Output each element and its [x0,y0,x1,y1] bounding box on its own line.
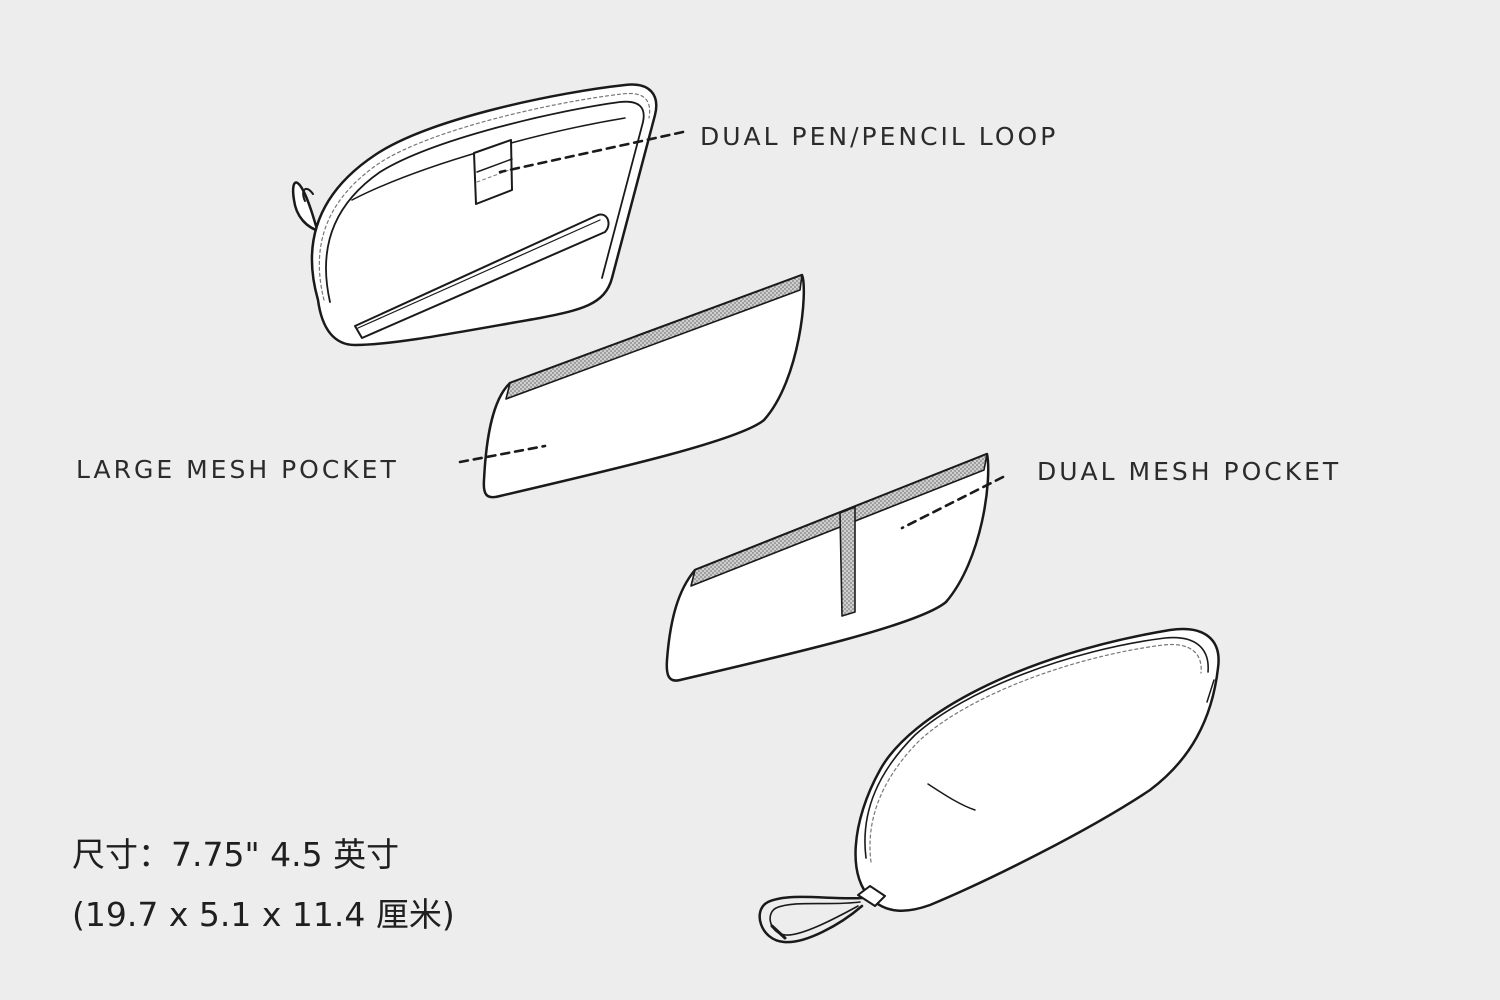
open-pouch-shell [291,83,658,347]
dual-mesh-pocket-panel [665,452,990,682]
callout-pen-loop: DUAL PEN/PENCIL LOOP [700,122,1059,151]
leader-dual-mesh [900,475,1005,530]
closed-pouch [758,627,1220,944]
dimensions-inches: 尺寸：7.75" 4.5 英寸 [72,835,400,874]
leader-pen-loop [498,130,685,174]
large-mesh-pocket-panel [482,273,805,499]
callout-dual-mesh-pocket: DUAL MESH POCKET [1037,457,1342,486]
leader-lines [458,130,1005,530]
leader-large-mesh [458,444,547,464]
dimensions-centimeters: (19.7 x 5.1 x 11.4 厘米) [72,895,455,934]
callout-large-mesh-pocket: LARGE MESH POCKET [76,455,399,484]
